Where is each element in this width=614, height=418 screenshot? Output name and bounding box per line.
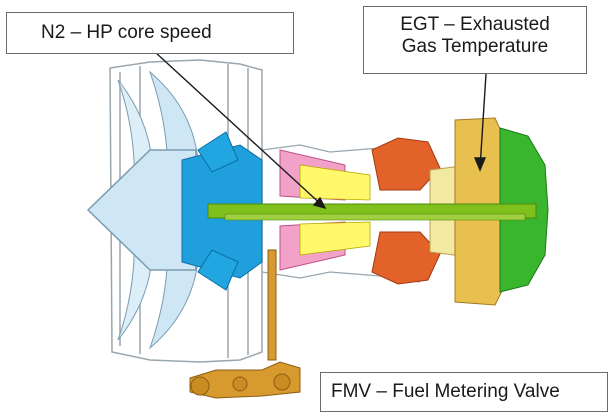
callout-arrows bbox=[154, 51, 487, 210]
callout-egt-text-line2: Gas Temperature bbox=[401, 36, 549, 57]
egt-arrow bbox=[479, 73, 487, 169]
n2-arrow bbox=[154, 51, 326, 209]
hp-compressor bbox=[279, 149, 371, 271]
n2-arrowhead bbox=[312, 196, 327, 210]
callout-egt-exhausted-gas-temperature: EGT – Exhausted Gas Temperature bbox=[363, 6, 587, 74]
spinner-cone bbox=[86, 149, 197, 271]
lp-shaft bbox=[224, 213, 526, 221]
callout-fmv-fuel-metering-valve: FMV – Fuel Metering Valve bbox=[320, 372, 608, 412]
egt-arrowhead bbox=[473, 157, 487, 172]
fuel-system bbox=[189, 249, 301, 399]
callout-n2-hp-core-speed: N2 – HP core speed bbox=[6, 12, 294, 54]
callout-n2-text: N2 – HP core speed bbox=[41, 22, 212, 43]
combustor bbox=[371, 137, 441, 285]
callout-egt-text-line1: EGT – Exhausted bbox=[400, 14, 550, 35]
callout-fmv-text: FMV – Fuel Metering Valve bbox=[331, 381, 560, 402]
